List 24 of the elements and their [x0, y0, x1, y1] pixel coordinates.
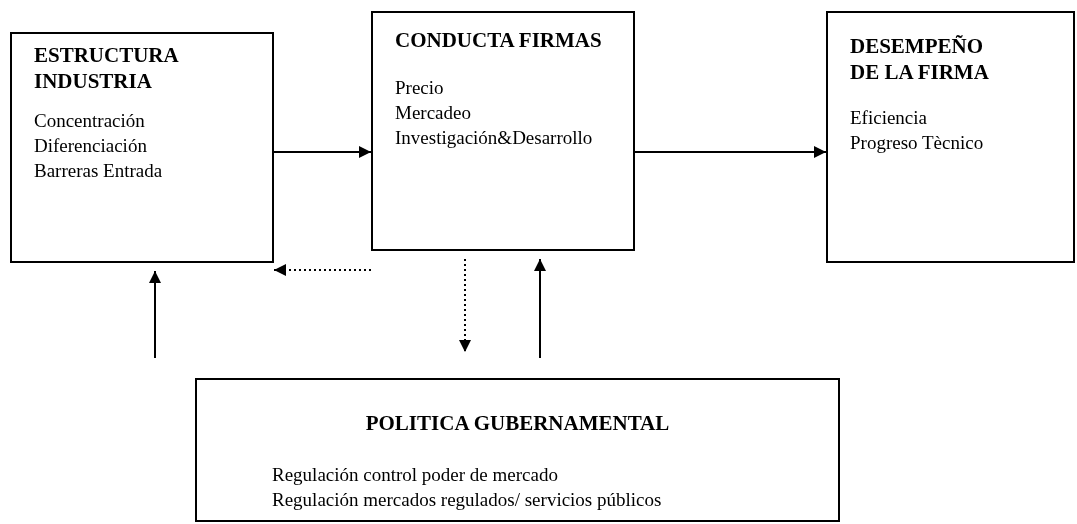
dotted-arrow — [273, 264, 372, 276]
text-box — [195, 378, 840, 522]
list-item: Regulación mercados regulados/ servicios públicos — [272, 488, 662, 512]
arrow — [634, 146, 827, 158]
box-heading: CONDUCTA FIRMAS — [395, 27, 603, 53]
arrow — [149, 270, 161, 359]
text-box — [10, 32, 274, 263]
box-heading: POLITICA GUBERNAMENTAL — [364, 410, 671, 436]
list-item: Diferenciación — [34, 134, 147, 158]
list-item: Investigación&Desarrollo — [395, 126, 593, 150]
dotted-arrow — [459, 258, 471, 353]
arrow — [534, 258, 546, 359]
list-item: Barreras Entrada — [34, 159, 163, 183]
list-item: Precio — [395, 76, 444, 100]
arrow — [273, 146, 372, 158]
list-item: Mercadeo — [395, 101, 471, 125]
list-item: Eficiencia — [850, 106, 927, 130]
box-heading: DESEMPEÑO DE LA FIRMA — [850, 33, 990, 85]
list-item: Concentración — [34, 109, 145, 133]
text-box — [371, 11, 635, 251]
list-item: Progreso Tècnico — [850, 131, 984, 155]
box-heading: ESTRUCTURA INDUSTRIA — [34, 42, 180, 94]
list-item: Regulación control poder de mercado — [272, 463, 558, 487]
text-box — [826, 11, 1075, 263]
